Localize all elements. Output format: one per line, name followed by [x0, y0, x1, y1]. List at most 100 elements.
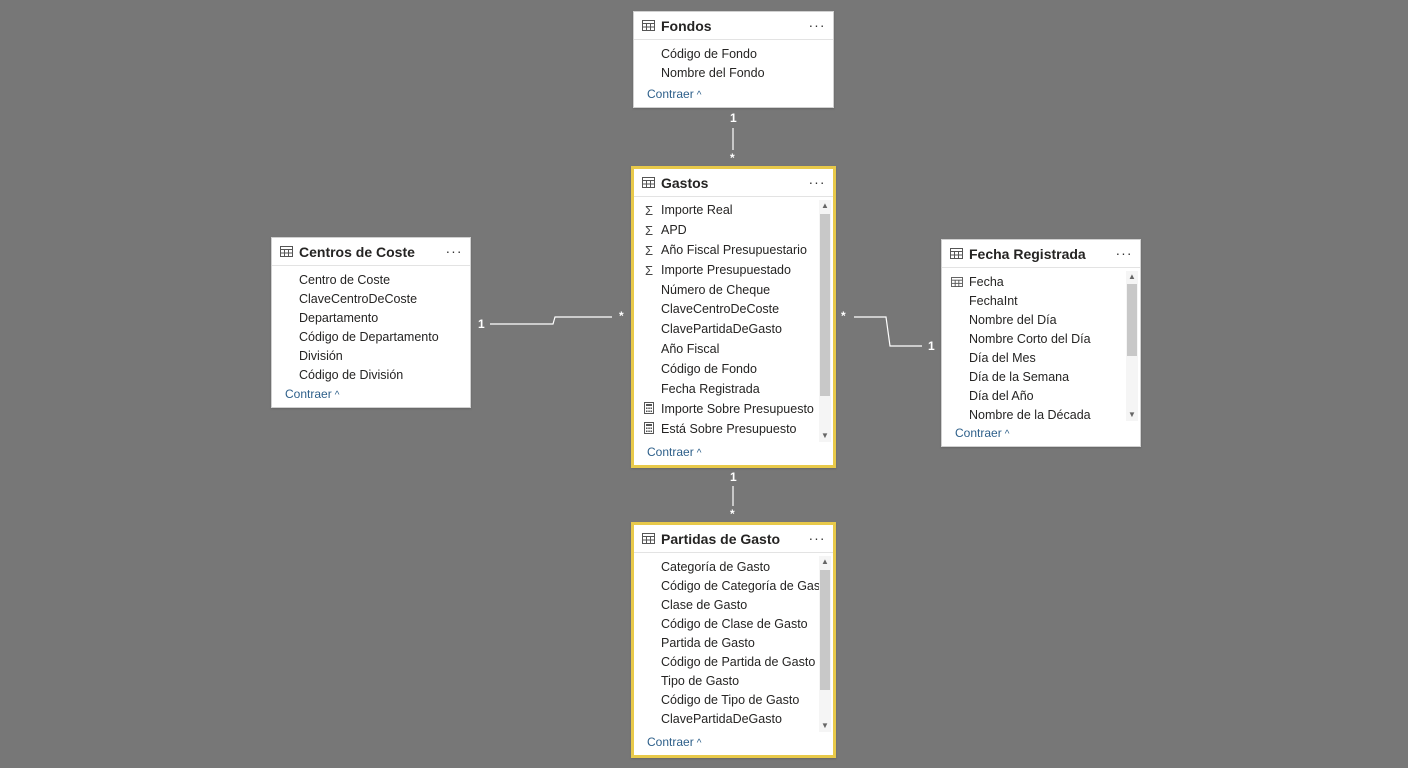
collapse-button[interactable]: Contraer^ [647, 735, 701, 749]
field-item[interactable]: Número de Cheque [634, 281, 833, 301]
rel-gastos-many-right: * [841, 309, 846, 323]
sigma-icon: Σ [644, 242, 654, 258]
field-item[interactable]: Nombre Corto del Día [942, 330, 1140, 349]
field-item[interactable]: Día del Año [942, 387, 1140, 406]
field-item[interactable]: Centro de Coste [272, 271, 470, 290]
field-item[interactable]: Día del Mes [942, 349, 1140, 368]
sigma-icon: Σ [644, 222, 654, 238]
field-item[interactable]: Fecha Registrada [634, 380, 833, 400]
more-options-icon[interactable]: ··· [445, 243, 463, 259]
rel-gastos-one-bottom: 1 [730, 470, 737, 484]
rel-gastos-many-top: * [730, 151, 735, 165]
field-item[interactable]: Categoría de Gasto [634, 558, 833, 577]
table-icon [642, 20, 655, 31]
field-item[interactable]: Código de Categoría de Gasto [634, 577, 833, 596]
field-item[interactable]: Código de Clase de Gasto [634, 615, 833, 634]
table-header-centros-de-coste[interactable]: Centros de Coste ··· [272, 238, 470, 266]
table-card-fecha-registrada[interactable]: Fecha Registrada ··· Fecha FechaInt Nomb… [941, 239, 1141, 447]
field-item[interactable]: Importe Sobre Presupuesto [634, 400, 833, 420]
field-label: Código de Departamento [299, 330, 439, 344]
scroll-thumb[interactable] [1127, 284, 1137, 356]
field-label: Tipo de Gasto [661, 674, 740, 688]
more-options-icon[interactable]: ··· [808, 17, 826, 33]
field-label: Partida de Gasto [661, 636, 755, 650]
collapse-label: Contraer [955, 426, 1002, 440]
field-label: Nombre del Día [969, 313, 1057, 327]
field-item[interactable]: Σ Importe Presupuestado [634, 261, 833, 281]
field-label: Centro de Coste [299, 273, 391, 287]
more-options-icon[interactable]: ··· [1115, 245, 1133, 261]
collapse-button[interactable]: Contraer^ [647, 445, 701, 459]
date-table-icon [950, 273, 964, 292]
scroll-thumb[interactable] [820, 570, 830, 690]
field-item[interactable]: ClavePartidaDeGasto [634, 320, 833, 340]
scrollbar[interactable]: ▲ ▼ [819, 556, 831, 732]
field-item[interactable]: Código de Fondo [634, 45, 833, 64]
scroll-down-icon[interactable]: ▼ [1128, 410, 1136, 419]
more-options-icon[interactable]: ··· [808, 174, 826, 190]
field-item[interactable]: Clase de Gasto [634, 596, 833, 615]
table-title: Partidas de Gasto [661, 530, 781, 547]
table-card-centros-de-coste[interactable]: Centros de Coste ··· Centro de Coste Cla… [271, 237, 471, 408]
table-header-fondos[interactable]: Fondos ··· [634, 12, 833, 40]
field-label: Importe Presupuestado [661, 262, 791, 277]
scroll-up-icon[interactable]: ▲ [821, 557, 829, 566]
field-item[interactable]: Nombre de la Década [942, 406, 1140, 425]
collapse-button[interactable]: Contraer^ [647, 87, 701, 101]
chevron-up-icon: ^ [334, 390, 340, 401]
field-item[interactable]: Departamento [272, 309, 470, 328]
collapse-button[interactable]: Contraer^ [955, 426, 1009, 440]
field-item[interactable]: ClaveCentroDeCoste [634, 300, 833, 320]
field-item[interactable]: Día de la Semana [942, 368, 1140, 387]
table-icon [280, 246, 293, 257]
table-header-gastos[interactable]: Gastos ··· [634, 169, 833, 197]
scroll-up-icon[interactable]: ▲ [821, 201, 829, 210]
table-header-fecha-registrada[interactable]: Fecha Registrada ··· [942, 240, 1140, 268]
table-card-fondos[interactable]: Fondos ··· Código de Fondo Nombre del Fo… [633, 11, 834, 108]
table-title: Centros de Coste [299, 243, 415, 260]
field-label: Día del Año [969, 389, 1034, 403]
field-item[interactable]: Está Sobre Presupuesto [634, 420, 833, 440]
field-item[interactable]: Código de Departamento [272, 328, 470, 347]
field-label: Importe Sobre Presupuesto [661, 401, 814, 416]
table-title: Fecha Registrada [969, 245, 1086, 262]
field-item[interactable]: Partida de Gasto [634, 634, 833, 653]
field-label: Está Sobre Presupuesto [661, 421, 797, 436]
field-item[interactable]: Código de Partida de Gasto [634, 653, 833, 672]
sigma-icon: Σ [644, 262, 654, 278]
table-header-partidas-de-gasto[interactable]: Partidas de Gasto ··· [634, 525, 833, 553]
chevron-up-icon: ^ [1004, 429, 1010, 440]
field-item[interactable]: Año Fiscal [634, 340, 833, 360]
table-card-partidas-de-gasto[interactable]: Partidas de Gasto ··· Categoría de Gasto… [631, 522, 836, 758]
collapse-button[interactable]: Contraer^ [285, 387, 339, 401]
table-icon [950, 248, 963, 259]
more-options-icon[interactable]: ··· [808, 530, 826, 546]
scrollbar[interactable]: ▲ ▼ [1126, 271, 1138, 421]
collapse-label: Contraer [647, 445, 694, 459]
field-item[interactable]: Fecha [942, 273, 1140, 292]
scrollbar[interactable]: ▲ ▼ [819, 200, 831, 442]
field-item[interactable]: Tipo de Gasto [634, 672, 833, 691]
field-item[interactable]: Nombre del Día [942, 311, 1140, 330]
field-label: Día de la Semana [969, 370, 1070, 384]
field-item[interactable]: Código de Fondo [634, 360, 833, 380]
field-item[interactable]: Código de División [272, 366, 470, 385]
field-item[interactable]: ClavePartidaDeGasto [634, 710, 833, 729]
scroll-up-icon[interactable]: ▲ [1128, 272, 1136, 281]
rel-line-centros-gastos [490, 316, 612, 325]
scroll-down-icon[interactable]: ▼ [821, 431, 829, 440]
field-item[interactable]: División [272, 347, 470, 366]
scroll-down-icon[interactable]: ▼ [821, 721, 829, 730]
calculator-icon [642, 420, 656, 440]
field-item[interactable]: Nombre del Fondo [634, 64, 833, 83]
scroll-thumb[interactable] [820, 214, 830, 396]
field-item[interactable]: FechaInt [942, 292, 1140, 311]
field-item[interactable]: ClaveCentroDeCoste [272, 290, 470, 309]
field-item[interactable]: Código de Tipo de Gasto [634, 691, 833, 710]
